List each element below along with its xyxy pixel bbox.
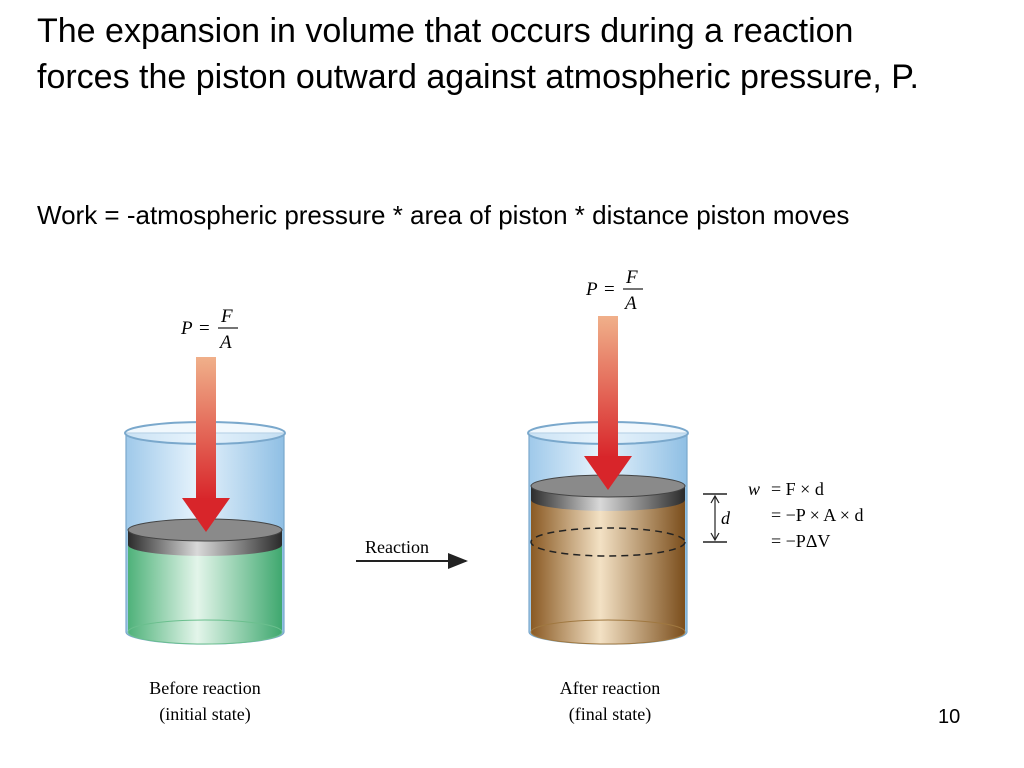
work-definition: Work = -atmospheric pressure * area of p… <box>37 200 850 230</box>
distance-label: d <box>721 508 731 528</box>
equals-sign: = <box>199 318 210 339</box>
pressure-formula-after: P = F A <box>585 267 643 314</box>
force-symbol: F <box>625 267 638 288</box>
reaction-label: Reaction <box>365 537 429 557</box>
pressure-formula-before: P = F A <box>180 306 238 353</box>
equals-sign: = <box>604 279 615 300</box>
gas-initial <box>128 545 282 644</box>
force-symbol: F <box>220 306 233 327</box>
distance-bracket: d <box>703 493 731 543</box>
work-equations: w = F × d = −P × A × d = −PΔV <box>748 479 863 551</box>
area-symbol: A <box>623 293 637 314</box>
slide-title: The expansion in volume that occurs duri… <box>37 12 919 96</box>
pressure-arrow <box>584 316 632 490</box>
before-caption-state: (initial state) <box>159 704 250 725</box>
after-caption-state: (final state) <box>569 704 651 725</box>
gas-final <box>531 500 685 644</box>
work-equation-line-3: = −PΔV <box>771 531 830 551</box>
area-symbol: A <box>218 332 232 353</box>
after-cylinder <box>527 316 689 645</box>
pressure-symbol: P <box>180 318 193 339</box>
initial-piston-position <box>530 527 686 557</box>
pressure-arrow <box>182 357 230 532</box>
slide-number: 10 <box>938 706 961 728</box>
work-equation-line-1: = F × d <box>771 479 824 499</box>
after-caption: After reaction <box>560 678 660 698</box>
reaction-arrow: Reaction <box>356 537 468 569</box>
pressure-symbol: P <box>585 279 598 300</box>
work-equation-line-2: = −P × A × d <box>771 505 863 525</box>
before-cylinder <box>124 357 286 645</box>
work-symbol: w <box>748 479 760 499</box>
before-caption: Before reaction <box>149 678 260 698</box>
captions: Before reaction (initial state) After re… <box>149 678 660 725</box>
